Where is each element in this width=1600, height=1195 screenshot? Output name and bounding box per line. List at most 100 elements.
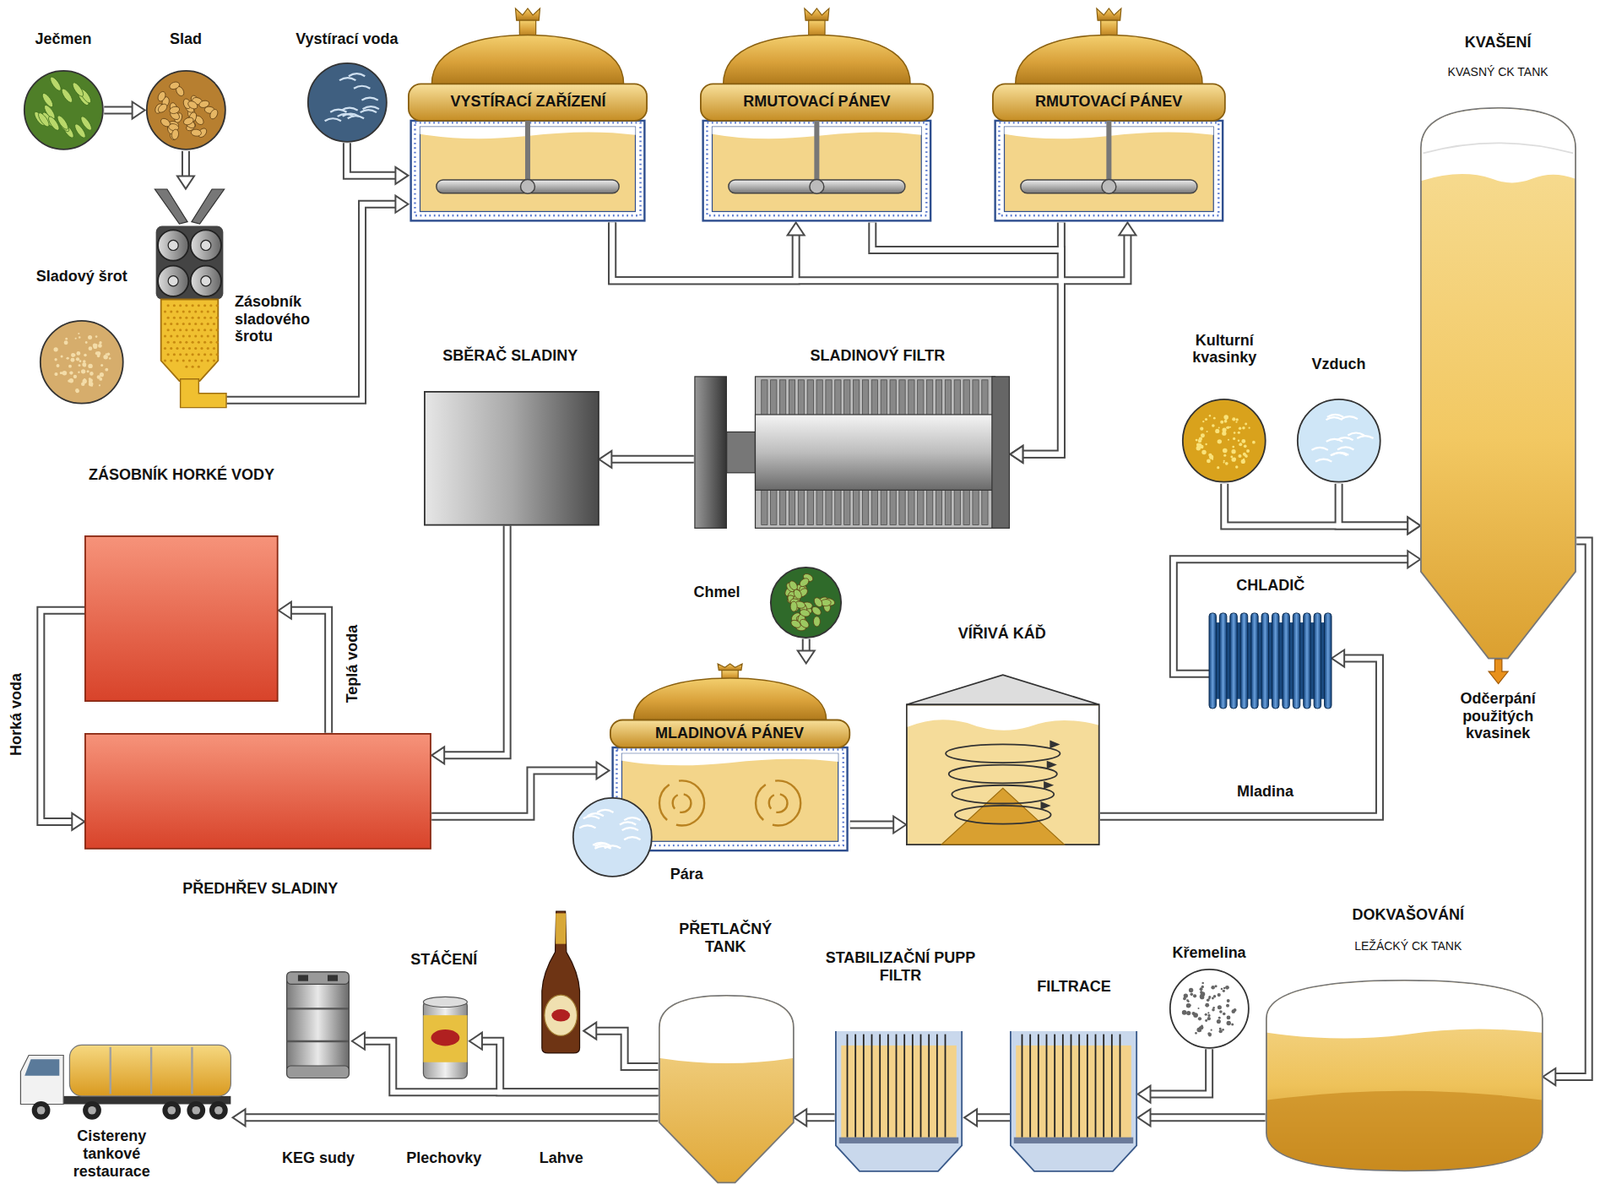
art-part bbox=[188, 358, 191, 362]
art-part bbox=[167, 315, 170, 319]
art-part bbox=[361, 97, 378, 100]
art-part bbox=[168, 105, 180, 115]
art-part bbox=[596, 809, 613, 813]
ingredient-circle: Kulturní kvasinky bbox=[1181, 397, 1268, 484]
art-part bbox=[1186, 1010, 1191, 1015]
art-part bbox=[432, 34, 624, 84]
art-part bbox=[162, 1101, 181, 1120]
arrowhead bbox=[793, 1108, 807, 1126]
node-subtitle: LEŽÁCKÝ CK TANK bbox=[1306, 938, 1511, 953]
art-part bbox=[1226, 426, 1230, 429]
art-part bbox=[1200, 427, 1205, 431]
art-part bbox=[167, 303, 170, 307]
art-part bbox=[54, 372, 58, 376]
pipe-connector bbox=[1224, 483, 1409, 527]
bottle-icon: Lahve bbox=[537, 911, 584, 1054]
art-part bbox=[212, 309, 216, 313]
node-title: VÍŘIVÁ KÁĎ bbox=[900, 624, 1105, 643]
pipe-connector bbox=[1149, 1112, 1266, 1122]
art-part bbox=[36, 111, 51, 129]
art-part bbox=[754, 376, 995, 528]
node-title: KEG sudy bbox=[267, 1149, 370, 1167]
arrowhead bbox=[1407, 550, 1421, 568]
art-part bbox=[73, 374, 77, 379]
pipe-arrowheads bbox=[1009, 445, 1023, 463]
art-part bbox=[878, 1033, 881, 1137]
art-part bbox=[54, 357, 57, 361]
art-part bbox=[1030, 1033, 1032, 1137]
brew-vessel: RMUTOVACÍ PÁNEV bbox=[992, 8, 1226, 223]
art-part bbox=[1226, 998, 1231, 1003]
art-part bbox=[1186, 1003, 1191, 1008]
edge-label: Horká voda bbox=[7, 671, 26, 758]
brew-vessel-art bbox=[407, 8, 648, 223]
art-part bbox=[1313, 612, 1321, 709]
art-part bbox=[168, 239, 179, 250]
ingredient-circle: Pára bbox=[571, 796, 654, 879]
art-part bbox=[163, 358, 167, 362]
pipe-connector bbox=[1554, 541, 1589, 1077]
art-part bbox=[200, 322, 204, 326]
ingredient-circle-art bbox=[1168, 967, 1251, 1050]
art-part bbox=[658, 995, 793, 1183]
art-part bbox=[287, 1039, 350, 1042]
art-part bbox=[1021, 1033, 1024, 1137]
art-part bbox=[703, 120, 931, 221]
art-part bbox=[48, 75, 63, 93]
wort-cooler: CHLADIČ bbox=[1209, 612, 1332, 710]
art-part bbox=[1095, 1033, 1097, 1137]
pipe-connector bbox=[595, 1030, 658, 1067]
arrowhead bbox=[278, 602, 292, 619]
art-part bbox=[1246, 455, 1248, 458]
art-part bbox=[212, 322, 216, 326]
art-part bbox=[1238, 427, 1242, 430]
pipe-connector bbox=[363, 1041, 659, 1092]
art-part bbox=[68, 364, 72, 369]
pipe-connector bbox=[431, 770, 597, 816]
art-part bbox=[1041, 801, 1052, 810]
art-part bbox=[1227, 439, 1230, 441]
art-part bbox=[216, 315, 219, 319]
ingredient-circle-art bbox=[769, 565, 843, 640]
art-part bbox=[185, 340, 189, 343]
pipe-arrowheads bbox=[1138, 1085, 1151, 1103]
art-part bbox=[423, 391, 598, 526]
art-part bbox=[178, 340, 182, 343]
art-part bbox=[169, 347, 173, 350]
art-part bbox=[194, 334, 197, 337]
pipe-heads bbox=[71, 102, 1556, 1127]
arrowhead bbox=[787, 222, 805, 235]
art-part bbox=[592, 841, 609, 845]
art-part bbox=[182, 334, 185, 337]
pipe-arrowheads bbox=[469, 1032, 483, 1050]
art-part bbox=[1232, 417, 1237, 422]
art-part bbox=[214, 1106, 223, 1115]
art-part bbox=[60, 355, 64, 358]
art-part bbox=[1231, 1008, 1236, 1014]
art-part bbox=[190, 265, 222, 296]
pipe-connector bbox=[1554, 541, 1589, 1077]
pipe-connector bbox=[183, 151, 189, 178]
art-part bbox=[1014, 34, 1202, 84]
art-part bbox=[790, 601, 798, 612]
art-part bbox=[1225, 1014, 1231, 1020]
pipe-arrowheads bbox=[1331, 650, 1345, 668]
art-part bbox=[1215, 428, 1221, 434]
art-part bbox=[287, 1065, 350, 1079]
art-part bbox=[1223, 460, 1226, 462]
node-title: VYSTÍRACÍ ZAŘÍZENÍ bbox=[407, 92, 648, 111]
art-part bbox=[191, 340, 195, 343]
art-part bbox=[862, 1033, 865, 1137]
art-part bbox=[1103, 1033, 1106, 1137]
art-part bbox=[197, 364, 201, 368]
art-part bbox=[169, 334, 173, 337]
art-part bbox=[1218, 1029, 1222, 1033]
art-part bbox=[919, 1033, 922, 1137]
art-part bbox=[59, 372, 63, 375]
art-part bbox=[176, 322, 179, 326]
art-part bbox=[1247, 449, 1251, 453]
art-part bbox=[1182, 1009, 1188, 1015]
art-part bbox=[82, 360, 87, 364]
art-part bbox=[156, 102, 169, 114]
wort-cooler-art bbox=[1209, 612, 1332, 710]
